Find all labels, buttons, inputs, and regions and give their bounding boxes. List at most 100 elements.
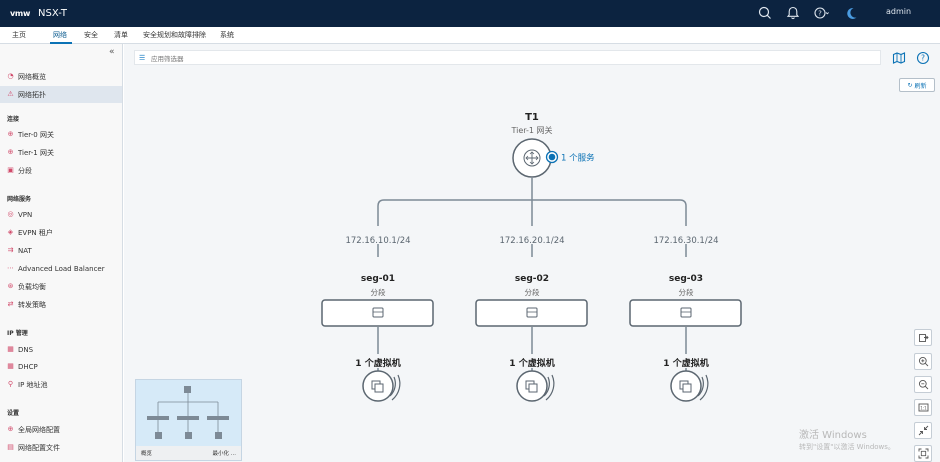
network-overview-icon: ◔ [7, 72, 14, 80]
tab-networking[interactable]: 网络 [53, 31, 67, 39]
vm-node-seg-02[interactable] [516, 370, 555, 402]
minimap-label: 概览 [141, 451, 153, 457]
sidebar-item-network-overview[interactable]: ◔ 网络概览 [0, 68, 122, 85]
sidebar-item-tier1[interactable]: ⊕ Tier-1 网关 [0, 144, 122, 161]
topology-view: T1 Tier-1 网关 1 个服务 172.16.10.1/24 seg-01… [124, 44, 940, 462]
help-dropdown-icon[interactable]: ? [813, 5, 829, 21]
sidebar-item-label: DHCP [18, 362, 38, 371]
fit-to-screen-button[interactable] [914, 445, 932, 462]
actual-size-icon: 1:1 [918, 403, 928, 412]
map-export-icon[interactable] [892, 51, 906, 65]
sidebar-item-dns[interactable]: ▦ DNS [0, 341, 122, 358]
vpn-icon: ◎ [7, 210, 14, 218]
segment-name: seg-02 [515, 274, 549, 284]
top-bar: vmw NSX-T [0, 0, 940, 27]
vm-count: 1 个虚拟机 [663, 357, 708, 369]
segment-icon: ▣ [7, 166, 14, 174]
svg-text:1:1: 1:1 [920, 406, 927, 411]
sidebar-item-label: 网络配置文件 [18, 443, 60, 452]
tier1-gateway-icon: ⊕ [7, 148, 14, 156]
tier1-gateway-node[interactable] [512, 138, 552, 178]
sidebar-item-label: VPN [18, 210, 33, 219]
sidebar-item-dhcp[interactable]: ▦ DHCP [0, 358, 122, 375]
segment-node-seg-01[interactable] [321, 299, 434, 327]
vm-node-seg-01[interactable] [362, 370, 401, 402]
topology-canvas[interactable]: T1 Tier-1 网关 1 个服务 172.16.10.1/24 seg-01… [124, 44, 940, 462]
gateway-type: Tier-1 网关 [510, 125, 552, 135]
collapse-sidebar-icon[interactable]: « [109, 47, 115, 57]
sidebar-item-tier0[interactable]: ⊕ Tier-0 网关 [0, 126, 122, 143]
sidebar-item-nat[interactable]: ⇉ NAT [0, 242, 122, 259]
sidebar-item-evpn[interactable]: ◈ EVPN 租户 [0, 224, 122, 241]
segment-node-seg-03[interactable] [629, 299, 742, 327]
load-balancing-icon: ⊛ [7, 282, 14, 290]
help-icon[interactable]: ? [916, 51, 930, 65]
sidebar-item-ip-pools[interactable]: ⚲ IP 地址池 [0, 376, 122, 393]
vm-node-seg-03[interactable] [670, 370, 709, 402]
minimap-preview [147, 386, 229, 439]
dns-icon: ▦ [7, 345, 14, 353]
dhcp-icon: ▦ [7, 362, 14, 370]
sidebar-item-network-profiles[interactable]: ▤ 网络配置文件 [0, 439, 122, 456]
export-icon [918, 334, 929, 342]
collapse-arrows-icon [918, 425, 928, 436]
sidebar-item-label: DNS [18, 345, 34, 354]
minimap[interactable]: 概览 最小化 ... [135, 379, 242, 461]
topology-icon: ⚠ [7, 90, 14, 98]
search-icon[interactable] [757, 5, 773, 21]
minimap-minimize-button[interactable]: 最小化 [212, 451, 229, 457]
sidebar-item-network-topology[interactable]: ⚠ 网络拓扑 [0, 86, 122, 103]
export-button[interactable] [914, 329, 932, 346]
topology-links [377, 178, 687, 374]
sidebar-item-forwarding-policy[interactable]: ⇄ 转发策略 [0, 296, 122, 313]
app-title: NSX-T [38, 8, 68, 19]
refresh-button[interactable]: ↻ 刷新 [899, 78, 935, 92]
vmware-logo: vmw [10, 9, 31, 18]
sidebar-item-label: Tier-1 网关 [18, 148, 54, 157]
sidebar: « ◔ 网络概览 ⚠ 网络拓扑 连接 ⊕ Tier-0 网关 ⊕ Tier-1 … [0, 44, 123, 462]
zoom-out-button[interactable] [914, 376, 932, 393]
network-profile-icon: ▤ [7, 443, 14, 451]
minimap-footer: 概览 最小化 ... [136, 446, 241, 460]
tab-security[interactable]: 安全 [84, 31, 98, 39]
tab-inventory[interactable]: 清单 [114, 31, 128, 39]
actual-size-button[interactable]: 1:1 [914, 399, 932, 416]
tier0-gateway-icon: ⊕ [7, 130, 14, 138]
sidebar-item-segments[interactable]: ▣ 分段 [0, 162, 122, 179]
sidebar-item-label: IP 地址池 [18, 380, 48, 389]
filter-bar[interactable]: ☰ 应用筛选器 [134, 50, 881, 65]
services-badge[interactable]: 1 个服务 [545, 150, 596, 164]
filter-placeholder: 应用筛选器 [151, 54, 184, 63]
zoom-in-button[interactable] [914, 353, 932, 370]
tab-security-planning[interactable]: 安全规划和故障排除 [143, 31, 206, 39]
sidebar-item-label: EVPN 租户 [18, 228, 53, 237]
sidebar-item-label: Tier-0 网关 [18, 130, 54, 139]
sidebar-item-load-balancing[interactable]: ⊛ 负载均衡 [0, 278, 122, 295]
tab-home[interactable]: 主页 [12, 31, 26, 39]
watermark-title: 激活 Windows [799, 430, 867, 441]
minimap-more-button[interactable]: ... [230, 451, 236, 457]
sidebar-item-label: Advanced Load Balancer [18, 264, 105, 273]
sidebar-item-vpn[interactable]: ◎ VPN [0, 206, 122, 223]
segment-node-seg-02[interactable] [475, 299, 588, 327]
dark-mode-moon-icon[interactable] [843, 5, 859, 21]
segment-type: 分段 [371, 287, 386, 297]
collapse-view-button[interactable] [914, 422, 932, 439]
zoom-in-icon [918, 356, 928, 367]
watermark-subtitle: 转到"设置"以激活 Windows。 [799, 443, 895, 451]
global-config-icon: ⊕ [7, 425, 14, 433]
bell-icon[interactable] [785, 5, 801, 21]
vm-count: 1 个虚拟机 [355, 357, 400, 369]
segment-ip: 172.16.30.1/24 [653, 236, 718, 246]
sidebar-section-ip-management: IP 管理 [7, 330, 28, 337]
zoom-out-icon [918, 379, 928, 390]
sidebar-item-alb[interactable]: ⋯ Advanced Load Balancer [0, 260, 122, 277]
sidebar-section-connectivity: 连接 [7, 116, 20, 123]
load-balancer-advanced-icon: ⋯ [7, 264, 14, 272]
sidebar-item-global-config[interactable]: ⊕ 全局网络配置 [0, 421, 122, 438]
user-menu[interactable]: admin [886, 7, 912, 16]
evpn-icon: ◈ [7, 228, 14, 236]
tab-system[interactable]: 系统 [220, 31, 234, 39]
main-nav: 主页 网络 安全 清单 安全规划和故障排除 系统 [0, 27, 940, 44]
refresh-label: 刷新 [914, 82, 927, 90]
